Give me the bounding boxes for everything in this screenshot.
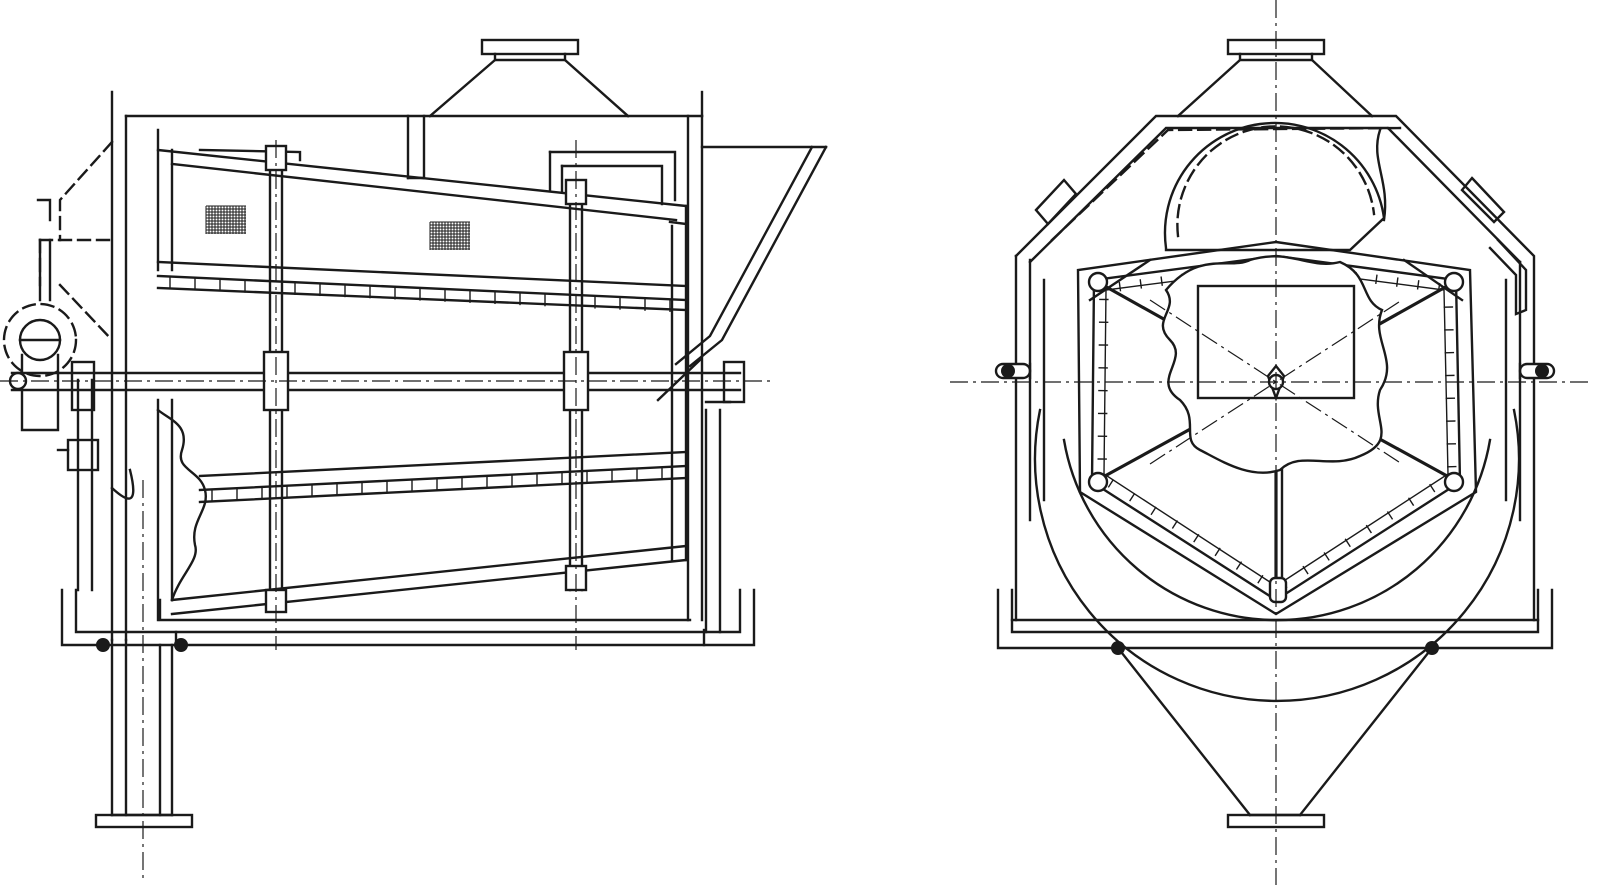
- detail-line: [1344, 538, 1351, 548]
- side-upper-screen-deck: [156, 128, 688, 312]
- end-elevation-view: [950, 0, 1590, 885]
- end-cutaway: [1161, 255, 1389, 474]
- detail-line: [1193, 533, 1200, 543]
- detail-line: [1150, 506, 1157, 516]
- side-motor-pulley: [2, 302, 100, 472]
- side-drive-cover: [36, 140, 114, 342]
- detail-line: [1257, 574, 1264, 584]
- side-elevation-view: [0, 38, 828, 880]
- detail-line: [1129, 492, 1136, 502]
- side-lower-screen-deck: [156, 224, 692, 622]
- detail-line: [1323, 552, 1330, 561]
- detail-line: [1118, 281, 1122, 292]
- detail-line: [1365, 524, 1373, 534]
- detail-line: [1375, 274, 1378, 285]
- detail-line: [1302, 565, 1309, 575]
- side-break-line: [110, 408, 208, 602]
- detail-line: [1386, 511, 1394, 520]
- side-tie-rods: [262, 144, 590, 614]
- end-drum: [1028, 258, 1522, 703]
- detail-line: [1416, 280, 1420, 290]
- detail-line: [1429, 483, 1436, 493]
- side-housing-frame: [60, 90, 756, 647]
- side-outlet-chute: [656, 145, 828, 402]
- end-top-inlet: [1176, 38, 1374, 118]
- detail-line: [1171, 520, 1179, 529]
- detail-line: [1160, 276, 1163, 286]
- detail-line: [1214, 547, 1221, 557]
- end-dome: [1163, 121, 1387, 252]
- detail-line: [1395, 277, 1399, 287]
- detail-line: [1139, 279, 1143, 289]
- side-main-shaft: [8, 360, 746, 412]
- side-top-inlet: [428, 38, 630, 118]
- detail-line: [1235, 561, 1243, 570]
- side-bottom-outlet: [94, 638, 194, 829]
- detail-line: [1407, 497, 1415, 507]
- end-bottom-hopper: [1116, 646, 1434, 829]
- detail-line: [1107, 479, 1114, 488]
- side-mesh-patches: [205, 205, 470, 250]
